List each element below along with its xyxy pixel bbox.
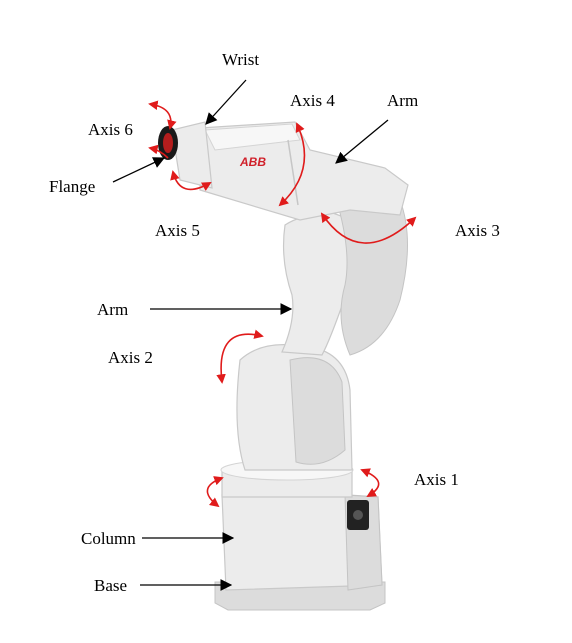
rotation-arrows <box>148 100 417 508</box>
connector-socket-icon <box>353 510 363 520</box>
labels: Wrist Axis 4 Arm Axis 6 Flange Axis 5 Ax… <box>49 50 500 595</box>
flange-pointer <box>112 157 166 183</box>
axis1-rotation-arrow-right <box>360 468 380 497</box>
label-axis4: Axis 4 <box>290 91 335 110</box>
label-base: Base <box>94 576 127 595</box>
label-axis6: Axis 6 <box>88 120 133 139</box>
wrist-pointer <box>205 79 247 125</box>
label-axis2: Axis 2 <box>108 348 153 367</box>
axis3-rotation-arrow <box>320 212 417 244</box>
robot-illustration: ABB <box>158 121 409 611</box>
label-axis1: Axis 1 <box>414 470 459 489</box>
axis2-rotation-arrow <box>216 329 264 384</box>
robot-shoulder-cover <box>289 357 346 465</box>
axis5-rotation-arrow <box>170 170 212 191</box>
label-axis3: Axis 3 <box>455 221 500 240</box>
arm-upper-pointer <box>335 119 389 164</box>
flange-center <box>163 133 173 153</box>
axis6-rotation-arrow-lower <box>148 144 169 159</box>
axis6-rotation-arrow <box>148 100 177 130</box>
axis1-rotation-arrow-left <box>206 476 224 508</box>
label-axis5: Axis 5 <box>155 221 200 240</box>
label-flange: Flange <box>49 177 95 196</box>
robot-wrist <box>171 121 213 189</box>
label-arm-lower: Arm <box>97 300 128 319</box>
pointer-arrows <box>112 79 389 591</box>
abb-logo: ABB <box>239 155 266 169</box>
label-arm-upper: Arm <box>387 91 418 110</box>
label-column: Column <box>81 529 136 548</box>
axis4-rotation-arrow <box>278 122 306 207</box>
label-wrist: Wrist <box>222 50 259 69</box>
